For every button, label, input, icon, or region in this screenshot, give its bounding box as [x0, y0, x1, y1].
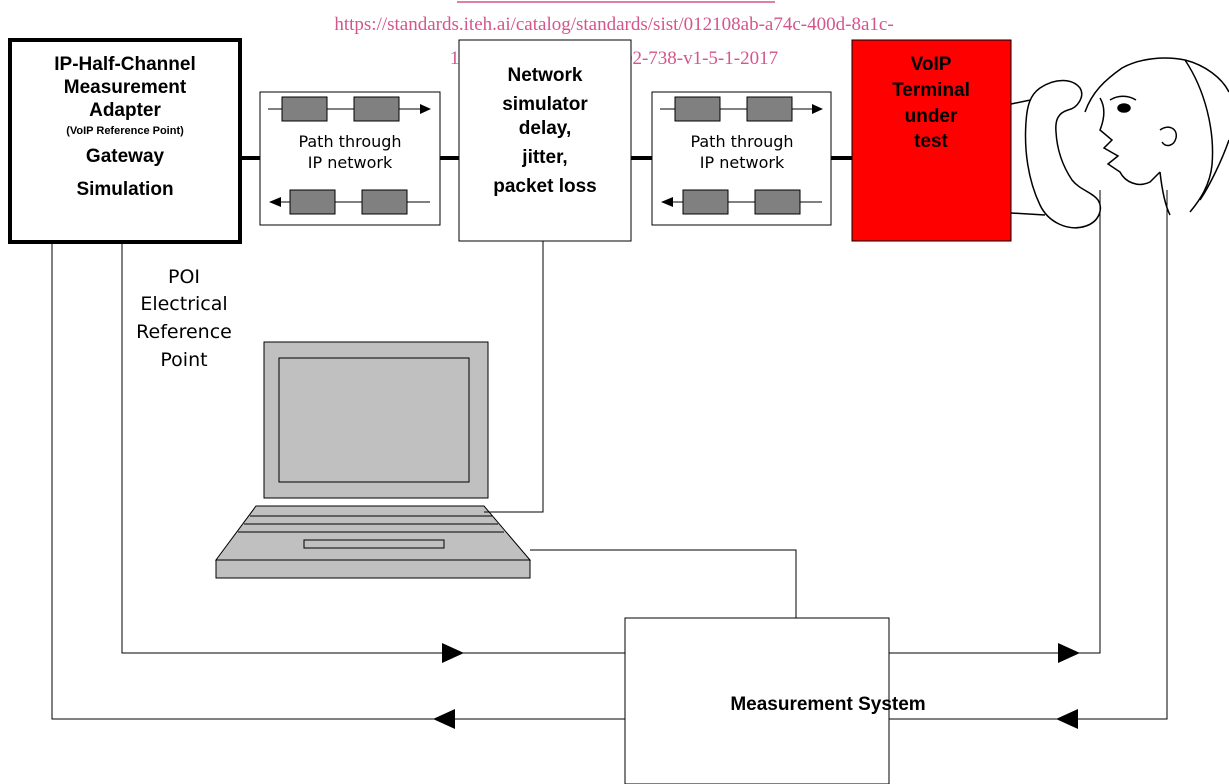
arrow-left-icon	[661, 197, 673, 207]
simulator-line-5: packet loss	[493, 176, 597, 197]
signal-wires	[51, 190, 1168, 720]
packet-block	[674, 96, 721, 122]
packet-block	[746, 96, 793, 122]
path-through-ip-network-right: Path through IP network	[651, 91, 832, 226]
person-head-icon	[1084, 57, 1229, 216]
terminal-line-3: under	[905, 106, 958, 127]
arrow-right-icon	[812, 104, 823, 114]
arrow-left-icon	[433, 709, 455, 729]
telephone-handset-icon	[1010, 79, 1102, 229]
path-left-line-2: IP network	[308, 153, 393, 172]
poi-line-4: Point	[160, 349, 207, 371]
path-left-line-1: Path through	[298, 132, 401, 151]
adapter-line-1: IP-Half-Channel	[54, 54, 195, 75]
arrow-left-icon	[269, 197, 281, 207]
simulator-line-4: jitter,	[521, 147, 567, 168]
poi-label: POI Electrical Reference Point	[136, 266, 232, 371]
adapter-line-3: Adapter	[89, 100, 161, 121]
simulator-line-2: simulator	[502, 94, 588, 115]
poi-line-2: Electrical	[140, 293, 227, 315]
adapter-line-4: Gateway	[86, 146, 165, 167]
measurement-system-label: Measurement System	[730, 694, 925, 715]
arrow-right-icon	[1058, 643, 1080, 663]
poi-line-1: POI	[168, 266, 200, 288]
packet-block	[353, 96, 400, 122]
arrow-left-icon	[1056, 709, 1078, 729]
packet-block	[682, 189, 729, 215]
arrow-right-icon	[442, 643, 464, 663]
measurement-system-box: Measurement System	[624, 617, 926, 784]
simulator-line-3: delay,	[519, 118, 571, 139]
adapter-subtitle: (VoIP Reference Point)	[66, 125, 184, 137]
packet-block	[289, 189, 336, 215]
eye-icon	[1117, 103, 1131, 113]
voip-terminal-box: VoIP Terminal under test	[851, 39, 1012, 242]
packet-block	[361, 189, 408, 215]
adapter-line-2: Measurement	[64, 77, 187, 98]
terminal-line-4: test	[914, 131, 948, 152]
path-through-ip-network-left: Path through IP network	[259, 91, 441, 226]
network-simulator-box: Network simulator delay, jitter, packet …	[458, 39, 632, 242]
adapter-line-5: Simulation	[76, 179, 173, 200]
packet-block	[281, 96, 328, 122]
path-right-line-1: Path through	[690, 132, 793, 151]
poi-line-3: Reference	[136, 321, 232, 343]
packet-block	[754, 189, 801, 215]
watermark-line-1: https://standards.iteh.ai/catalog/standa…	[334, 14, 893, 35]
path-right-line-2: IP network	[700, 153, 785, 172]
simulator-line-1: Network	[508, 65, 583, 86]
measurement-adapter-box: IP-Half-Channel Measurement Adapter (VoI…	[8, 38, 242, 244]
laptop-icon	[215, 341, 532, 579]
terminal-line-2: Terminal	[892, 80, 970, 101]
arrow-right-icon	[420, 104, 431, 114]
terminal-line-1: VoIP	[911, 54, 952, 75]
